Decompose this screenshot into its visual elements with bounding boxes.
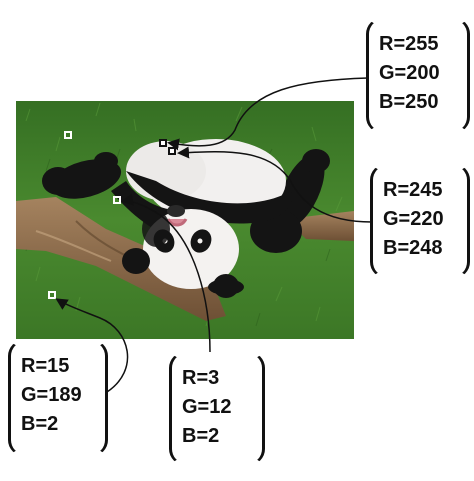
rgb-callout-top-right: R=255 G=200 B=250 bbox=[366, 18, 470, 133]
rgb-callout-g: G=220 bbox=[383, 208, 444, 230]
rgb-callout-bottom-left: R=15 G=189 B=2 bbox=[8, 340, 108, 456]
rgb-callout-r: R=15 bbox=[21, 355, 70, 377]
sample-marker-panda-head bbox=[113, 196, 121, 204]
rgb-callout-g: G=200 bbox=[379, 62, 440, 84]
rgb-callout-b: B=2 bbox=[21, 413, 59, 435]
rgb-callout-r: R=245 bbox=[383, 179, 443, 201]
rgb-callout-r: R=3 bbox=[182, 367, 220, 389]
rgb-callout-r: R=255 bbox=[379, 33, 439, 55]
sample-marker-white-fur-a bbox=[159, 139, 167, 147]
rgb-callout-right: R=245 G=220 B=248 bbox=[370, 164, 470, 278]
rgb-callout-b: B=248 bbox=[383, 237, 443, 259]
rgb-callout-b: B=250 bbox=[379, 91, 439, 113]
rgb-callout-bottom-center: R=3 G=12 B=2 bbox=[169, 352, 265, 465]
rgb-callout-g: G=189 bbox=[21, 384, 82, 406]
sample-marker-top-left-grass bbox=[64, 131, 72, 139]
rgb-callout-b: B=2 bbox=[182, 425, 220, 447]
sample-marker-white-fur-b bbox=[168, 147, 176, 155]
sample-marker-bottom-grass bbox=[48, 291, 56, 299]
rgb-callout-g: G=12 bbox=[182, 396, 232, 418]
